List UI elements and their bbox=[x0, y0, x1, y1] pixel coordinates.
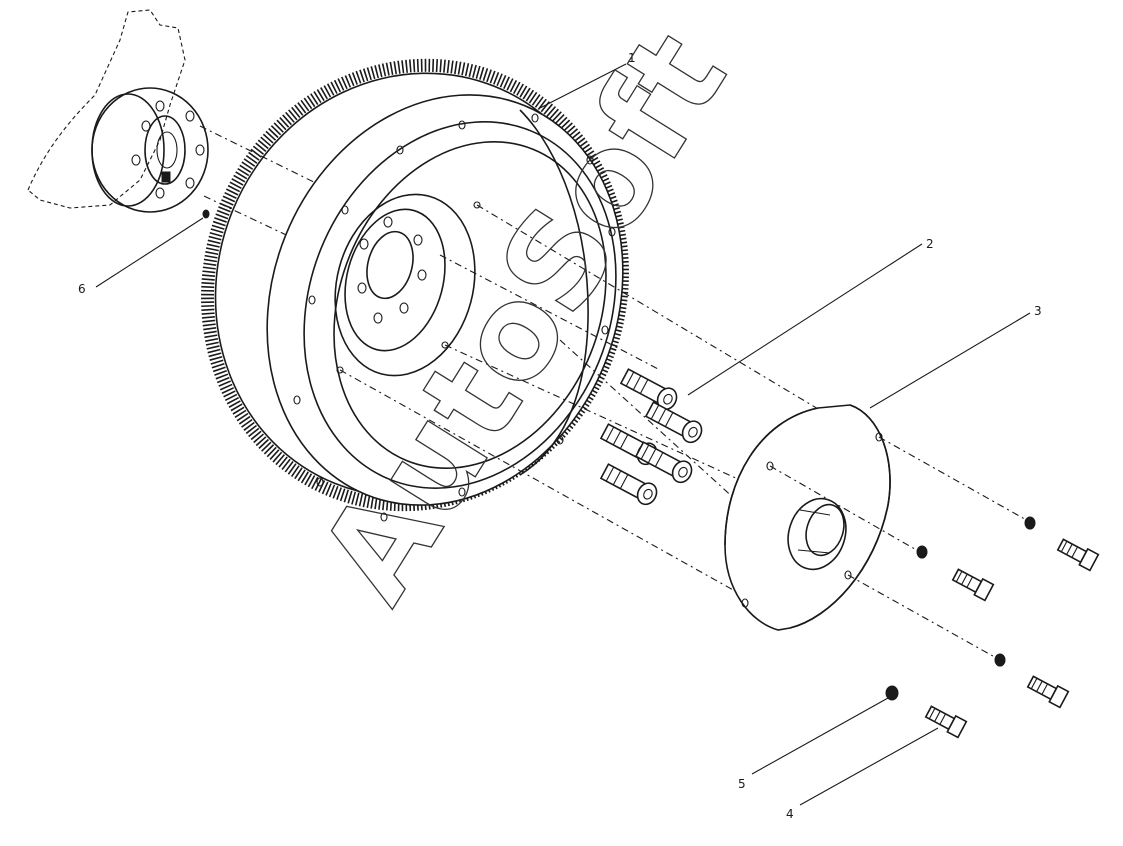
leader-3 bbox=[869, 312, 1031, 409]
leader-5 bbox=[751, 697, 889, 775]
leader-1 bbox=[539, 63, 627, 109]
callout-6: 6 bbox=[78, 282, 86, 296]
callout-2: 2 bbox=[926, 237, 934, 251]
leader-2 bbox=[687, 243, 923, 396]
flywheel-capscrews bbox=[599, 368, 703, 506]
dowel-pin bbox=[202, 209, 210, 219]
flywheel-mounting-holes bbox=[293, 113, 616, 522]
callout-1: 1 bbox=[628, 51, 636, 65]
callout-5: 5 bbox=[738, 777, 746, 791]
flange-bolt-holes bbox=[131, 100, 205, 199]
leader-6 bbox=[95, 217, 204, 288]
cover-capscrews bbox=[924, 538, 1100, 739]
cover-plate bbox=[724, 404, 891, 631]
callout-4: 4 bbox=[786, 807, 794, 821]
flywheel bbox=[201, 58, 629, 522]
lockwashers bbox=[885, 516, 1036, 701]
callout-3: 3 bbox=[1034, 304, 1042, 318]
hub-bolt-holes bbox=[357, 216, 427, 324]
crankshaft-flange bbox=[27, 9, 210, 219]
leader-4 bbox=[799, 727, 939, 806]
